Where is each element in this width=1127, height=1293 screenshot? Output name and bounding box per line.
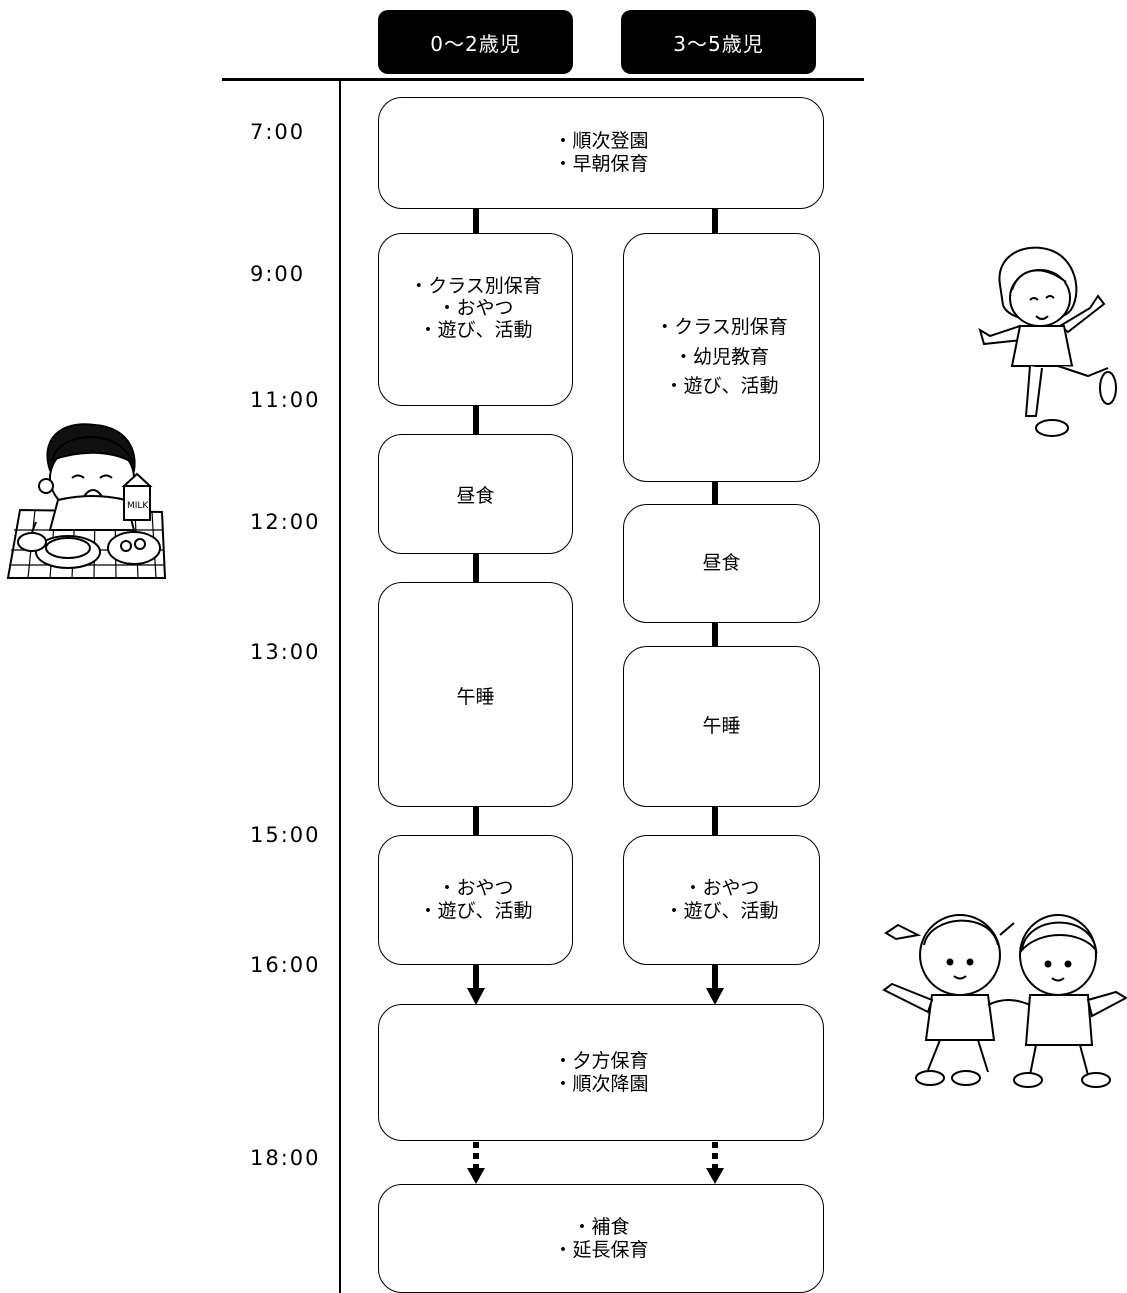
box-evening: ・夕方保育 ・順次降園: [378, 1004, 824, 1141]
milk-label: MILK: [127, 501, 149, 511]
time-label-0900: 9:00: [250, 262, 306, 286]
box-child-nap: 午睡: [623, 646, 820, 807]
box-extended: ・補食 ・延長保育: [378, 1184, 824, 1293]
box-infant-lunch: 昼食: [378, 434, 573, 554]
time-label-1800: 18:00: [250, 1146, 321, 1170]
connector: [712, 622, 718, 647]
box-infant-nap: 午睡: [378, 582, 573, 807]
time-label-1100: 11:00: [250, 388, 321, 412]
header-infants: 0〜2歳児: [378, 10, 573, 74]
connector: [473, 405, 479, 435]
box-morning: ・順次登園 ・早朝保育: [378, 97, 824, 209]
connector: [473, 208, 479, 234]
time-label-1600: 16:00: [250, 953, 321, 977]
time-label-0700: 7:00: [250, 120, 306, 144]
connector: [712, 208, 718, 234]
timeline-axis: [339, 80, 341, 1293]
header-children: 3〜5歳児: [621, 10, 816, 74]
box-child-lunch: 昼食: [623, 504, 820, 623]
time-label-1300: 13:00: [250, 640, 321, 664]
connector: [712, 806, 718, 836]
connector: [473, 806, 479, 836]
connector: [473, 553, 479, 583]
header-divider: [222, 78, 864, 81]
box-child-class: ・クラス別保育 ・幼児教育 ・遊び、活動: [623, 233, 820, 482]
connector: [712, 481, 718, 505]
time-label-1500: 15:00: [250, 823, 321, 847]
box-infant-class: ・クラス別保育 ・おやつ ・遊び、活動: [378, 233, 573, 406]
box-infant-snack: ・おやつ ・遊び、活動: [378, 835, 573, 965]
box-child-snack: ・おやつ ・遊び、活動: [623, 835, 820, 965]
time-label-1200: 12:00: [250, 510, 321, 534]
